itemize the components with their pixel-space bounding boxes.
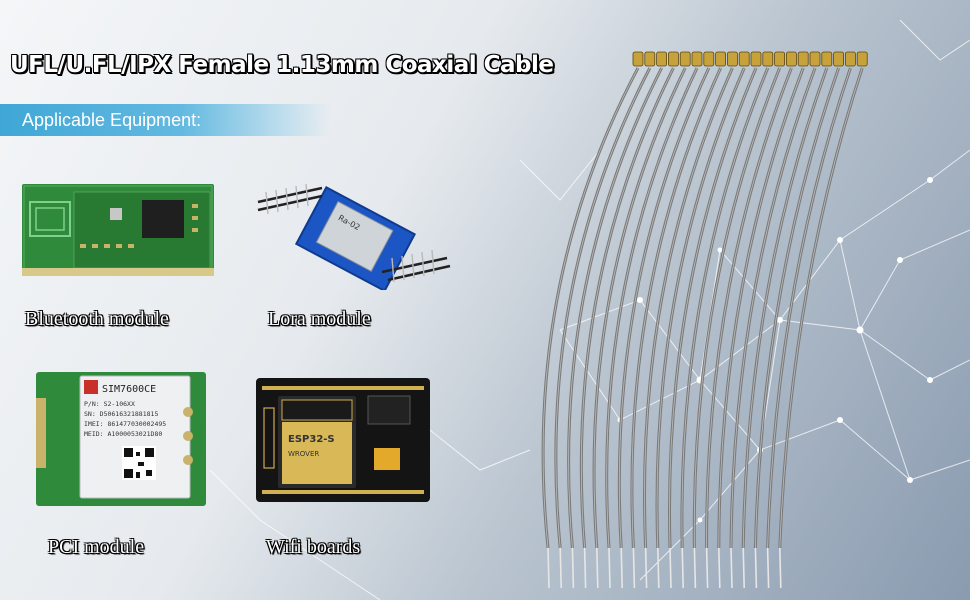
coax-cable-highlight (706, 67, 792, 549)
bluetooth-module-image (22, 184, 214, 276)
ufl-connector-icon (750, 51, 762, 67)
ufl-connector-icon (762, 51, 774, 67)
applicable-equipment-banner: Applicable Equipment: (0, 104, 330, 136)
bluetooth-module-caption: Bluetooth module (25, 308, 169, 330)
pci-chip-line-2: SN: D50616321881815 (84, 410, 158, 418)
stripped-cable-end (681, 547, 684, 589)
stripped-cable-end (766, 547, 770, 589)
stripped-cable-end (754, 547, 758, 589)
ufl-connector-icon (738, 51, 750, 67)
pci-chip-brand: SIM7600CE (102, 384, 156, 395)
stripped-cable-end (547, 547, 550, 589)
stripped-cable-end (596, 547, 599, 589)
stripped-cable-end (705, 547, 709, 589)
coax-cable-highlight (618, 67, 710, 549)
coax-cable-highlight (755, 67, 839, 549)
ufl-connector-icon (632, 51, 644, 67)
coax-cable-highlight (631, 67, 721, 549)
coax-cable-highlight (681, 67, 769, 549)
ufl-connector-icon (856, 51, 868, 67)
applicable-equipment-heading: Applicable Equipment: (22, 110, 202, 130)
ufl-connector-icon (785, 51, 797, 67)
wifi-chip-model: ESP32-S (288, 434, 335, 445)
ufl-connector-icon (656, 51, 667, 67)
stripped-cable-end (730, 547, 733, 589)
stripped-cable-end (608, 547, 611, 589)
stripped-cable-end (583, 547, 587, 589)
stripped-cable-end (632, 547, 636, 589)
coaxial-cable-bundle (541, 51, 868, 589)
page-title: UFL/U.FL/IPX Female 1.13mm Coaxial Cable (10, 52, 554, 78)
ufl-connector-icon (715, 51, 727, 67)
ufl-connector-icon (691, 51, 703, 67)
ufl-connector-icon (809, 51, 821, 67)
coax-cable-highlight (779, 67, 863, 549)
wifi-boards-caption: Wifi boards (266, 536, 361, 558)
ufl-connector-icon (726, 51, 738, 67)
coax-cable-highlight (606, 67, 698, 549)
stripped-cable-end (669, 547, 672, 589)
pci-chip-line-4: MEID: A1000053021D80 (84, 430, 162, 438)
pci-module-caption: PCI module (48, 536, 145, 558)
coax-cable-highlight (644, 67, 733, 549)
stripped-cable-end (620, 547, 623, 589)
ufl-connector-icon (833, 51, 845, 67)
stripped-cable-end (559, 547, 562, 589)
coax-cable-highlight (730, 67, 816, 549)
coax-cable-highlight (542, 67, 639, 549)
wifi-chip-sub: WROVER (288, 450, 319, 458)
ufl-connector-icon (667, 51, 679, 67)
ufl-connector-icon (703, 51, 715, 67)
coax-cable-highlight (718, 67, 804, 549)
coax-cable-highlight (669, 67, 757, 549)
stripped-cable-end (693, 547, 697, 589)
stripped-cable-end (742, 547, 745, 589)
ufl-connector-icon (644, 51, 656, 67)
stripped-cable-end (571, 547, 575, 589)
coax-cable (753, 67, 841, 549)
coax-cable-highlight (656, 67, 745, 549)
lora-module-image: Ra-02 (252, 180, 452, 290)
pci-chip-line-3: IMEI: 861477030002495 (84, 420, 166, 428)
lora-module-caption: Lora module (268, 308, 371, 330)
coax-cable-highlight (742, 67, 828, 549)
stripped-cable-end (644, 547, 648, 589)
qr-code-icon (122, 446, 156, 480)
stripped-cable-end (657, 547, 660, 589)
ufl-connector-icon (679, 51, 691, 67)
coax-cable-highlight (580, 67, 674, 549)
pci-module-image: SIM7600CE P/N: S2-106XX SN: D50616321881… (36, 372, 206, 506)
coax-cable-highlight (555, 67, 651, 549)
ufl-connector-icon (844, 51, 856, 67)
coax-cable (766, 67, 852, 549)
ufl-connector-icon (821, 51, 833, 67)
coax-cable-highlight (593, 67, 686, 549)
coax-cable-highlight (568, 67, 662, 549)
coax-cable-highlight (693, 67, 780, 549)
ufl-connector-icon (797, 51, 809, 67)
wifi-board-image: ESP32-S WROVER (256, 378, 430, 502)
ufl-connector-icon (774, 51, 786, 67)
coax-cable-highlight (767, 67, 851, 549)
stripped-cable-end (779, 547, 782, 589)
stripped-cable-end (718, 547, 721, 589)
pci-chip-line-1: P/N: S2-106XX (84, 400, 135, 408)
